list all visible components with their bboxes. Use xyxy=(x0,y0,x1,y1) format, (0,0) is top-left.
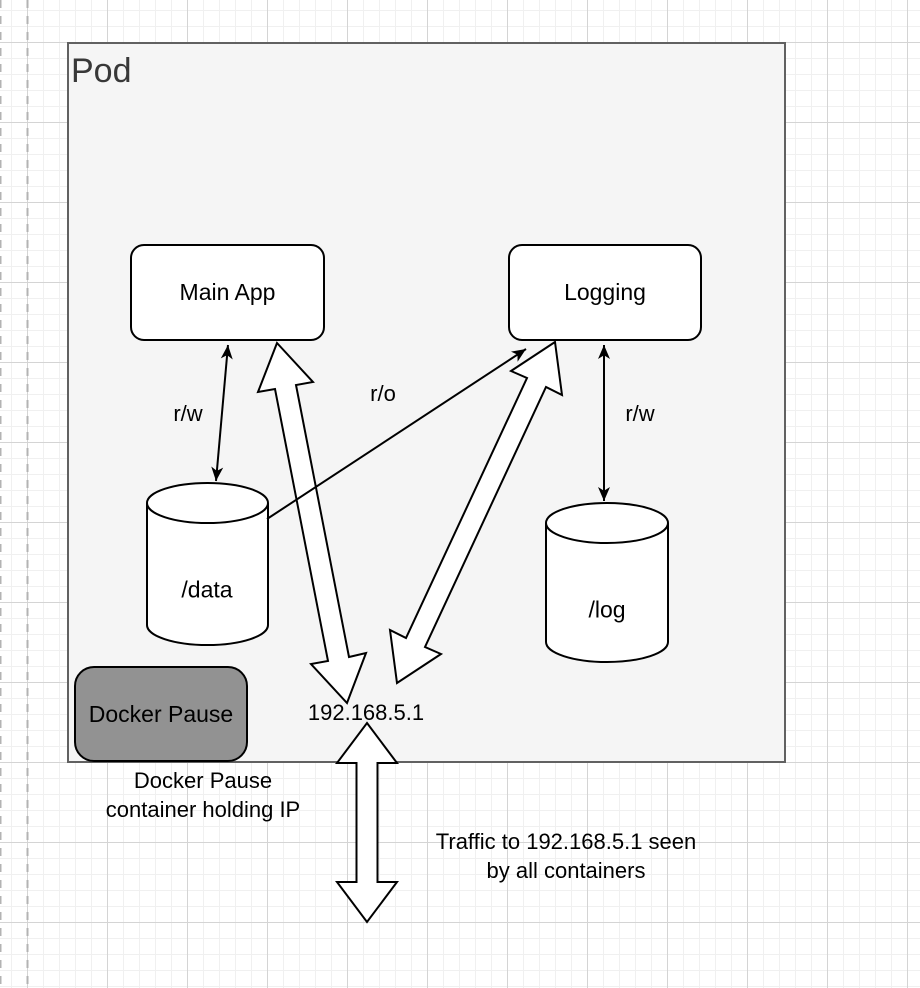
logging-label: Logging xyxy=(564,279,646,305)
log-volume-label: /log xyxy=(588,596,626,623)
traffic-caption-line2: by all containers xyxy=(486,858,646,883)
ip-address-label[interactable]: 192.168.5.1 xyxy=(307,700,425,725)
traffic-caption[interactable]: Traffic to 192.168.5.1 seen by all conta… xyxy=(436,827,697,885)
mainapp-ip-flow-arrow[interactable] xyxy=(256,341,368,705)
pause-caption-line1: Docker Pause xyxy=(133,768,273,793)
traffic-caption-line1: Traffic to 192.168.5.1 seen xyxy=(435,829,697,854)
docker-pause-label: Docker Pause xyxy=(88,700,234,727)
main-app-label: Main App xyxy=(179,279,276,305)
pause-caption-line2: container holding IP xyxy=(105,797,301,822)
external-traffic-arrow[interactable] xyxy=(335,721,399,924)
rw-left-edge-label[interactable]: r/w xyxy=(173,401,203,426)
pod-label: Pod xyxy=(71,52,132,90)
logging-node[interactable]: Logging xyxy=(508,244,702,341)
mainapp-data-rw-arrow[interactable] xyxy=(211,344,233,482)
docker-pause-node[interactable]: Docker Pause xyxy=(74,666,248,762)
log-volume-cylinder[interactable] xyxy=(545,502,669,663)
main-app-node[interactable]: Main App xyxy=(130,244,325,341)
logging-ip-flow-arrow[interactable] xyxy=(388,340,564,685)
data-volume-cylinder[interactable] xyxy=(146,482,269,646)
ro-edge-label[interactable]: r/o xyxy=(370,381,396,406)
data-logging-ro-arrow[interactable] xyxy=(266,348,527,520)
pause-caption[interactable]: Docker Pause container holding IP xyxy=(106,766,300,824)
data-volume-label: /data xyxy=(181,576,233,603)
rw-right-edge-label[interactable]: r/w xyxy=(625,401,655,426)
